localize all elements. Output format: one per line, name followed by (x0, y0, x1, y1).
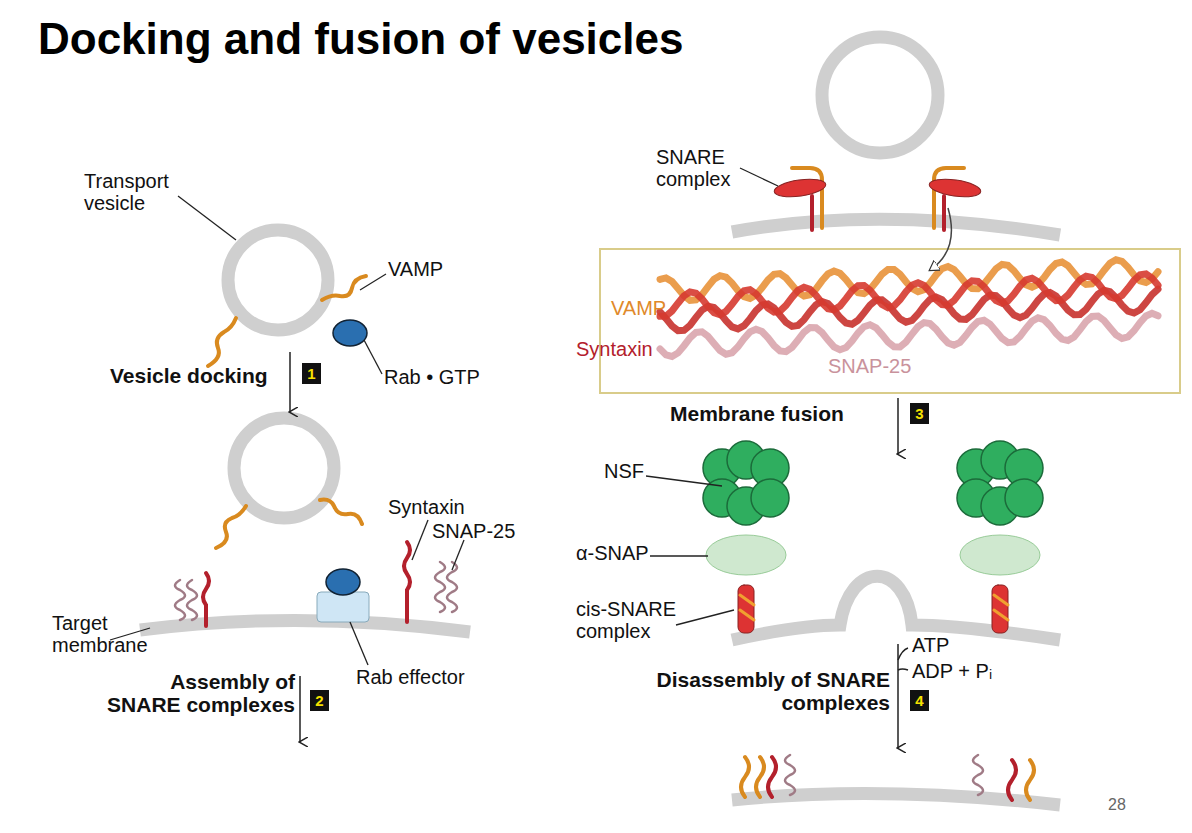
label: α-SNAP (576, 542, 656, 564)
label: VAMP (388, 258, 468, 280)
helix (660, 274, 1158, 316)
inset-frame (600, 249, 1180, 393)
label: Transport vesicle (84, 170, 204, 214)
label: Syntaxin (576, 338, 666, 360)
label: Disassembly of SNARE complexes (640, 668, 890, 714)
callout-number: 1 (307, 365, 315, 382)
slide-title: Docking and fusion of vesicles (38, 14, 683, 64)
rab-gtp (317, 320, 369, 622)
nsf-hexamers (703, 441, 1043, 575)
label: VAMP (611, 297, 691, 319)
free-snares (741, 755, 1034, 800)
label: Membrane fusion (670, 402, 890, 425)
nsf-subunit (1005, 479, 1043, 517)
step-arrows (290, 352, 908, 748)
label: Assembly of SNARE complexes (100, 670, 295, 716)
label: ADP + Pᵢ (912, 660, 1022, 682)
callout-number: 3 (915, 405, 923, 422)
nsf-subunit (751, 479, 789, 517)
callout-number: 2 (315, 692, 323, 709)
label: SNARE complex (656, 146, 756, 190)
label: cis-SNARE complex (576, 598, 686, 642)
vamp-strands (208, 276, 366, 548)
callout-number: 4 (915, 692, 923, 709)
step-number: 2 (310, 690, 329, 711)
label: Rab • GTP (384, 366, 494, 388)
helix-bundle (660, 260, 1158, 357)
label: Vesicle docking (110, 364, 295, 387)
step-number: 3 (910, 403, 929, 424)
label: Syntaxin (388, 496, 478, 518)
step-number: 4 (910, 690, 929, 711)
zoom-arrow (930, 208, 951, 270)
label: Rab effector (356, 666, 486, 688)
helix (660, 313, 1158, 356)
label: ATP (912, 634, 972, 656)
label: 28 (1108, 796, 1148, 814)
step-number: 1 (302, 363, 321, 384)
label: NSF (604, 460, 664, 482)
label: Target membrane (52, 612, 162, 656)
label: SNAP-25 (828, 355, 928, 377)
label: SNAP-25 (432, 520, 532, 542)
